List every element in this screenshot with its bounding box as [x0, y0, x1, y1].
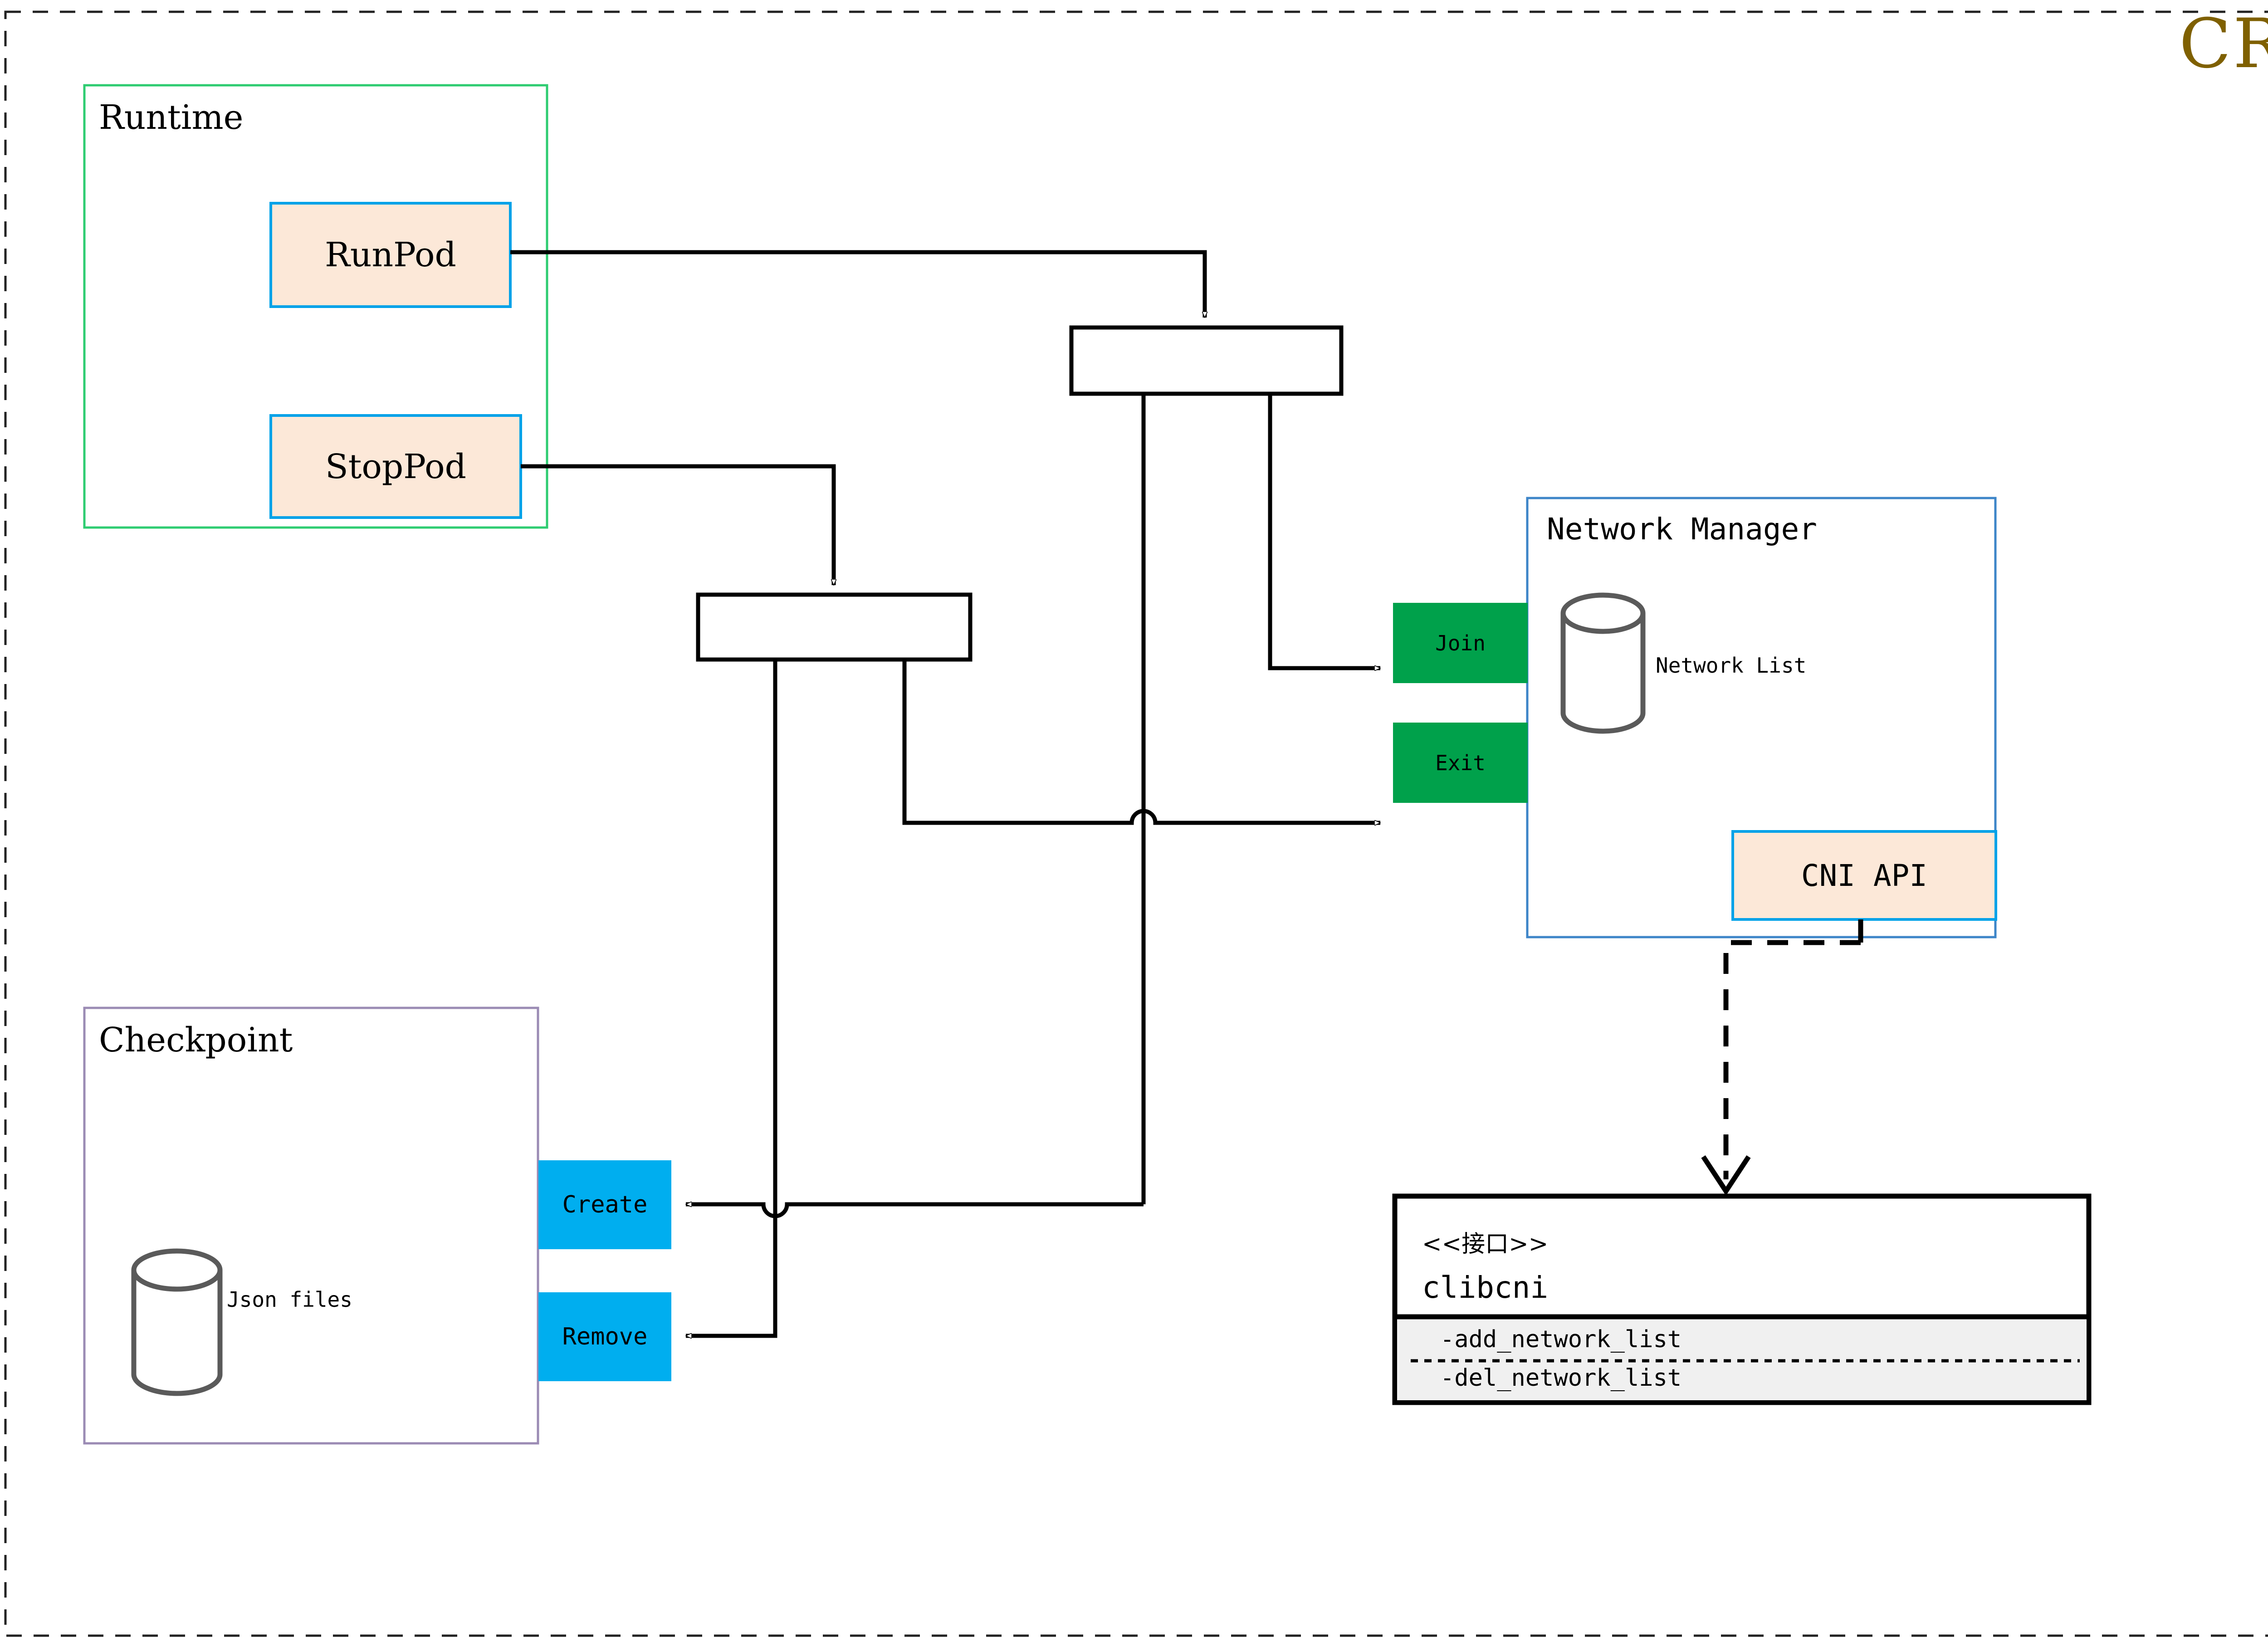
- edge-junction-bottom-to-exit: [902, 660, 1380, 823]
- checkpoint-group-label: Checkpoint: [99, 1021, 293, 1060]
- page-title: CRI: [2179, 5, 2268, 83]
- stoppod-label[interactable]: StopPod: [325, 447, 467, 486]
- exit-label[interactable]: Exit: [1435, 750, 1486, 775]
- clibcni-stereotype: <<接口>>: [1422, 1231, 1549, 1258]
- join-label[interactable]: Join: [1435, 630, 1486, 655]
- remove-label[interactable]: Remove: [562, 1323, 648, 1350]
- edge-stoppod-to-junction-bottom: [521, 464, 834, 585]
- stoppod-box: [269, 414, 522, 519]
- edge-cni-api-to-clibcni: [1701, 919, 1863, 1196]
- clibcni-name: clibcni: [1422, 1270, 1549, 1305]
- network-manager-group-box: [1526, 497, 1997, 938]
- json-files-label: Json files: [227, 1287, 352, 1312]
- exit-box: [1393, 723, 1528, 803]
- network-list-label: Network List: [1656, 653, 1807, 678]
- json-files-cylinder: [131, 1248, 223, 1396]
- edge-junction-bottom-left-leg: [686, 660, 777, 1336]
- checkpoint-group-box: [83, 1007, 539, 1445]
- cni-api-label[interactable]: CNI API: [1801, 858, 1928, 893]
- create-label[interactable]: Create: [562, 1191, 648, 1218]
- cni-api-box: [1731, 830, 1997, 921]
- clibcni-operation-add: -add_network_list: [1440, 1326, 1682, 1353]
- junction-top-box: [1069, 325, 1344, 396]
- outer-frame: [4, 10, 2268, 1637]
- remove-box: [538, 1292, 671, 1381]
- edge-junction-top-to-create: [686, 1204, 1144, 1218]
- clibcni-operation-del: -del_network_list: [1440, 1364, 1682, 1392]
- runtime-group-box: [83, 84, 548, 529]
- runtime-group-label: Runtime: [99, 98, 244, 137]
- network-manager-group-label: Network Manager: [1547, 512, 1818, 547]
- runpod-box: [269, 202, 512, 308]
- network-list-cylinder: [1560, 592, 1646, 734]
- junction-bottom-box: [696, 592, 973, 662]
- join-box: [1393, 603, 1528, 683]
- create-box: [538, 1160, 671, 1249]
- runpod-label[interactable]: RunPod: [325, 235, 456, 274]
- edge-runpod-to-junction-top: [510, 250, 1205, 318]
- clibcni-operations-compartment: [1397, 1317, 2087, 1400]
- edge-junction-top-to-join: [1268, 394, 1380, 668]
